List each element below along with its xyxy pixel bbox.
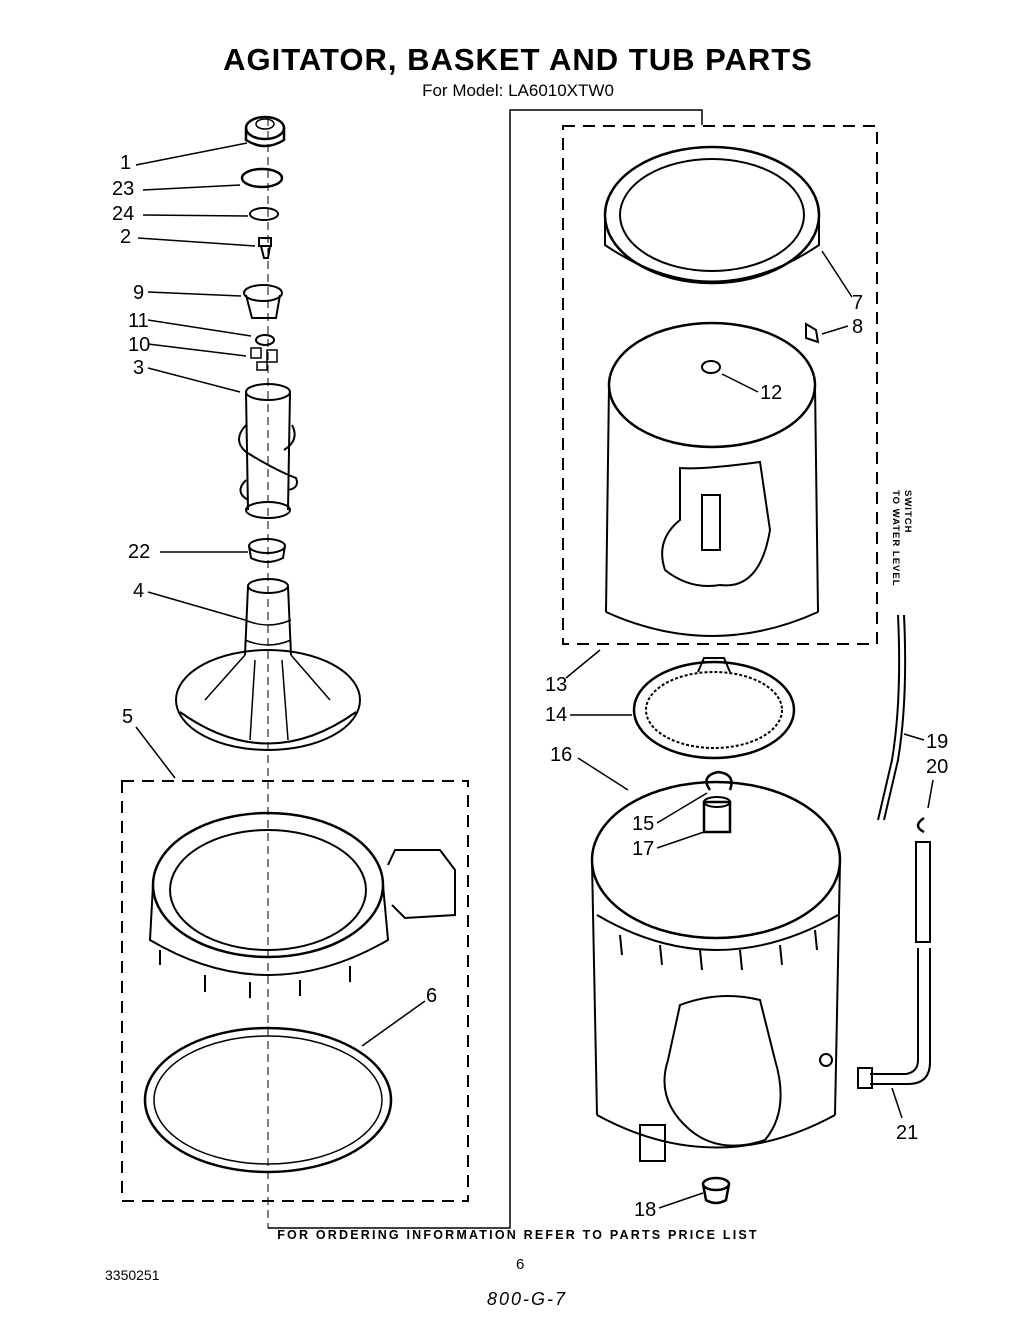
- part-10-dogs: [250, 347, 278, 371]
- water-level-switch-label: TO WATER LEVEL SWITCH: [887, 490, 917, 620]
- callout-24: 24: [112, 203, 135, 225]
- callout-18: 18: [634, 1199, 657, 1221]
- callout-8: 8: [852, 316, 864, 338]
- part-2-bolt: [258, 237, 272, 259]
- callout-15: 15: [632, 813, 655, 835]
- page-number: 6: [516, 1256, 525, 1273]
- model-subtitle: For Model: LA6010XTW0: [422, 81, 614, 100]
- water-label-line2: SWITCH: [902, 490, 913, 534]
- part-8-clip: [805, 322, 820, 344]
- part-4-agitator-base: [175, 578, 361, 751]
- callout-2: 2: [120, 226, 132, 248]
- part-22-collar: [248, 538, 286, 563]
- callout-12: 12: [760, 382, 783, 404]
- callout-10: 10: [128, 334, 151, 356]
- part-17-nut: [702, 796, 732, 834]
- basket: [605, 321, 819, 637]
- part-11-washer: [255, 334, 275, 346]
- part-5-tub-ring: [148, 811, 456, 998]
- callout-16: 16: [550, 744, 573, 766]
- ordering-note: FOR ORDERING INFORMATION REFER TO PARTS …: [277, 1228, 759, 1242]
- callout-7: 7: [852, 292, 864, 314]
- page-title: AGITATOR, BASKET AND TUB PARTS: [223, 42, 813, 77]
- group-box-5-6: [121, 780, 469, 1202]
- callout-11: 11: [128, 310, 149, 332]
- part-16-outer-tub: [590, 780, 842, 1162]
- part-20-clamp: [916, 816, 925, 834]
- part-6-gasket: [143, 1026, 393, 1174]
- callout-19: 19: [926, 731, 949, 753]
- callout-14: 14: [545, 704, 568, 726]
- callout-21: 21: [896, 1122, 919, 1144]
- part-19-hose: [877, 614, 907, 821]
- callout-4: 4: [133, 580, 145, 602]
- leader-lines: [135, 142, 934, 1209]
- connecting-line: [268, 109, 703, 1229]
- part-24-seal: [249, 207, 279, 221]
- document-number: 3350251: [105, 1267, 160, 1283]
- callout-17: 17: [632, 838, 655, 860]
- part-23-retainer: [240, 167, 284, 189]
- part-9-cam: [243, 284, 283, 319]
- group-box-basket: [562, 125, 878, 645]
- callout-22: 22: [128, 541, 151, 563]
- callout-5: 5: [122, 706, 134, 728]
- callout-23: 23: [112, 178, 135, 200]
- callout-6: 6: [426, 985, 438, 1007]
- part-18-drain-plug: [701, 1176, 731, 1205]
- callout-3: 3: [133, 357, 145, 379]
- part-3-agitator-auger: [238, 383, 298, 519]
- callout-9: 9: [133, 282, 145, 304]
- callout-20: 20: [926, 756, 949, 778]
- part-14-plate: [632, 657, 796, 760]
- callout-13: 13: [545, 674, 568, 696]
- water-label-line1: TO WATER LEVEL: [890, 490, 901, 587]
- part-1-agitator-cap: [244, 115, 286, 148]
- part-7-balance-ring: [603, 145, 821, 285]
- part-21-drain-hose: [857, 841, 931, 1089]
- callout-1: 1: [120, 152, 132, 174]
- handwritten-note: 800-G-7: [487, 1289, 568, 1309]
